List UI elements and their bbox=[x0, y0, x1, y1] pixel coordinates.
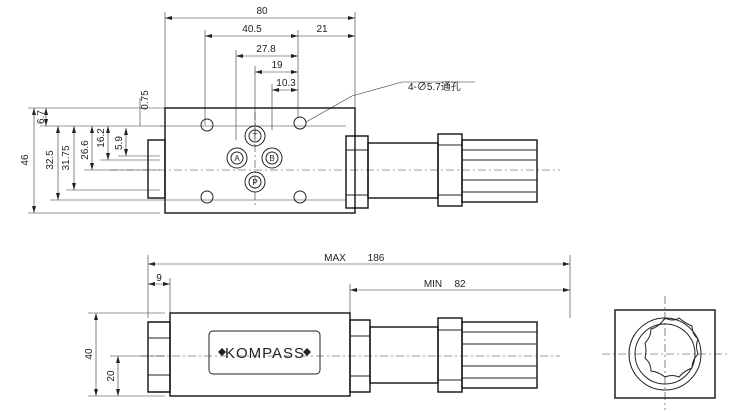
dim-19: 19 bbox=[271, 60, 283, 71]
port-label-p: P bbox=[252, 178, 257, 187]
dim-max-value: 186 bbox=[368, 253, 385, 264]
dim-5-9: 5.9 bbox=[114, 136, 125, 150]
nameplate-brand: KOMPASS bbox=[225, 345, 305, 362]
end-view bbox=[602, 296, 728, 410]
dim-40-5: 40.5 bbox=[242, 24, 262, 35]
dim-46: 46 bbox=[20, 154, 31, 166]
dim-0-75: 0.75 bbox=[140, 90, 151, 110]
top-dimension-lines bbox=[164, 12, 356, 140]
dim-10-3: 10.3 bbox=[276, 78, 296, 89]
port-label-t: T bbox=[253, 132, 258, 141]
dim-80: 80 bbox=[256, 6, 268, 17]
dim-max-label: MAX bbox=[324, 253, 346, 264]
dim-min-value: 82 bbox=[454, 279, 466, 290]
hole-callout-leader bbox=[305, 81, 475, 123]
port-label-a: A bbox=[234, 154, 240, 163]
front-view: MAX 186 9 MIN 82 40 20 bbox=[84, 253, 571, 397]
dim-min-label: MIN bbox=[424, 279, 442, 290]
hole-callout-text: 4-∅5.7通孔 bbox=[408, 81, 461, 93]
port-label-b: B bbox=[269, 154, 274, 163]
left-dimension-lines bbox=[28, 98, 165, 214]
dim-32-5: 32.5 bbox=[45, 150, 56, 170]
top-valve-body bbox=[110, 107, 560, 214]
dim-27-8: 27.8 bbox=[256, 44, 276, 55]
dim-9: 9 bbox=[156, 273, 162, 284]
dim-6-7: 6.7 bbox=[36, 110, 47, 124]
dim-21: 21 bbox=[316, 24, 328, 35]
dim-40: 40 bbox=[84, 348, 95, 360]
dim-31-75: 31.75 bbox=[61, 145, 72, 170]
dim-26-6: 26.6 bbox=[80, 140, 91, 160]
front-dimension-lines bbox=[88, 255, 571, 397]
top-view: 80 40.5 21 27.8 19 10.3 4-∅5.7通孔 bbox=[20, 6, 560, 214]
dim-16-2: 16.2 bbox=[96, 128, 107, 148]
dim-20: 20 bbox=[106, 370, 117, 382]
front-valve-body bbox=[140, 312, 560, 397]
nameplate-screw-right-icon bbox=[303, 348, 311, 356]
nameplate-screw-left-icon bbox=[218, 348, 226, 356]
